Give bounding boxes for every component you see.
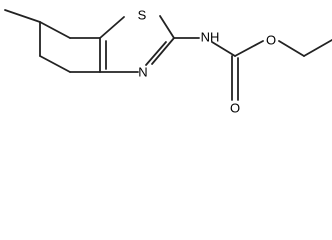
c2-to-nitrogen-bond (151, 37, 175, 65)
ester-oxygen-to-ethyl-bond (278, 40, 305, 57)
chemical-structure: S N NH O O (4, 7, 332, 115)
sulfur-to-c2-bond (159, 15, 175, 39)
ester-oxygen-label: O (266, 32, 276, 47)
sulfur-ring-bond (99, 16, 125, 39)
ethyl-bond (303, 39, 332, 57)
ring-bond-lower-left (39, 55, 71, 73)
methyl-bond (4, 9, 41, 23)
carbonyl-oxygen-label: O (230, 100, 240, 115)
thiazole-nitrogen-label: N (138, 64, 147, 79)
carbonyl-to-ester-oxygen-bond (234, 40, 264, 57)
ring-bond-top-left (39, 21, 71, 39)
chemical-structure-drawing: S N NH O O (4, 7, 332, 115)
sulfur-label: S (138, 7, 147, 22)
nh-label: NH (201, 29, 220, 44)
c2-nitrogen-double-bond (145, 41, 167, 66)
nh-to-carbonyl-bond (211, 41, 236, 57)
